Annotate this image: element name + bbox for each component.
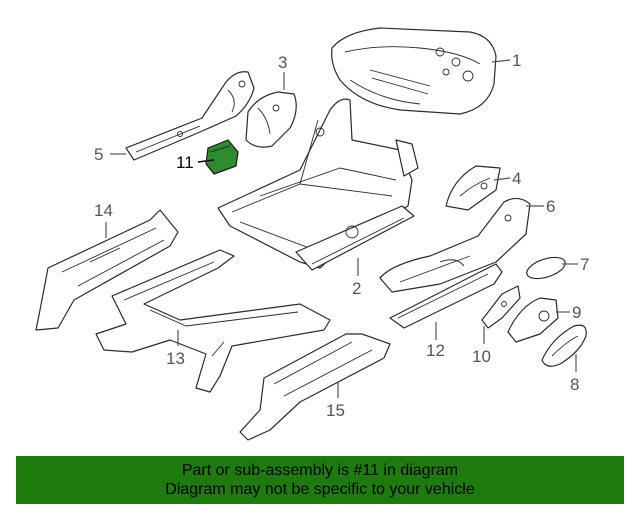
part-2-seat-frame — [217, 98, 419, 271]
callout-line-11 — [197, 159, 215, 163]
part-9-knob-cover — [507, 297, 559, 343]
callout-3: 3 — [278, 53, 287, 72]
callout-14: 14 — [94, 201, 113, 220]
part-12-lower-trim — [389, 263, 503, 329]
callout-8: 8 — [570, 375, 579, 394]
callout-6: 6 — [546, 197, 555, 216]
part-3-side-cover — [245, 91, 297, 148]
callout-10: 10 — [472, 347, 491, 366]
banner-line-1: Part or sub-assembly is #11 in diagram — [181, 462, 459, 479]
part-8-handle — [541, 324, 587, 367]
callout-5: 5 — [94, 145, 103, 164]
info-banner: Part or sub-assembly is #11 in diagram D… — [16, 456, 624, 504]
callout-12: 12 — [426, 341, 445, 360]
part-4-side-shield — [445, 165, 501, 211]
callout-9: 9 — [572, 303, 581, 322]
seat-parts-diagram: 1 2 3 4 5 6 7 8 9 10 11 12 13 14 15 — [35, 27, 589, 441]
callout-line-1 — [491, 59, 511, 63]
callout-15: 15 — [326, 401, 345, 420]
callout-2: 2 — [352, 279, 361, 298]
part-5-side-bracket — [125, 71, 255, 161]
callout-1: 1 — [512, 51, 521, 70]
callout-4: 4 — [512, 169, 521, 188]
part-15-lower-rail — [239, 333, 391, 441]
part-6-outer-shield — [379, 197, 531, 293]
callout-13: 13 — [166, 349, 185, 368]
callout-line-4 — [493, 177, 511, 181]
part-13-base-frame — [95, 249, 331, 393]
callout-7: 7 — [580, 255, 589, 274]
part-11-highlighted-clip — [205, 139, 239, 175]
callout-11: 11 — [176, 153, 194, 172]
part-10-small-bracket — [481, 285, 521, 329]
part-7-oval-cap — [526, 256, 566, 280]
banner-line-2: Diagram may not be specific to your vehi… — [165, 481, 475, 498]
part-1-cushion-pad — [331, 27, 497, 115]
part-14-track-rail — [35, 209, 179, 331]
